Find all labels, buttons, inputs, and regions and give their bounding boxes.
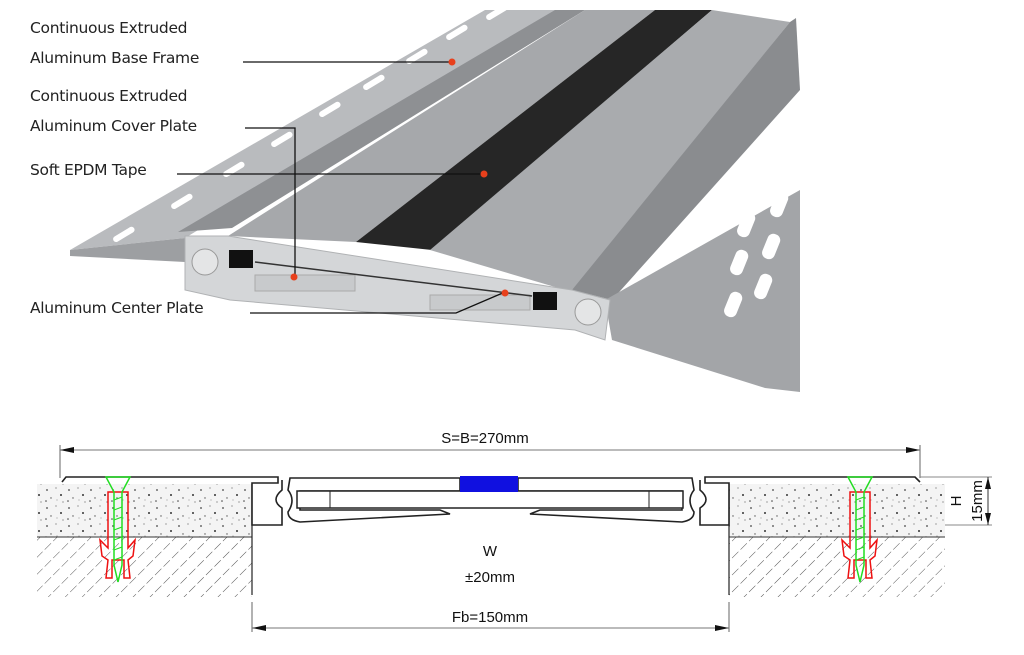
center-plate xyxy=(296,490,684,509)
leader-dots xyxy=(290,58,509,297)
dim-overall-width: S=B=270mm xyxy=(441,430,529,447)
callout-labels: Continuous Extruded Aluminum Base Frame … xyxy=(30,19,204,317)
left-hinge xyxy=(191,248,219,276)
front-cross-section xyxy=(184,235,611,341)
cover-plate-right xyxy=(430,10,790,292)
label-center-plate: Aluminum Center Plate xyxy=(30,299,203,317)
right-side-wall xyxy=(605,190,800,392)
label-epdm-tape: Soft EPDM Tape xyxy=(30,161,146,179)
dim-movement-value: ±20mm xyxy=(465,569,515,586)
epdm-tape xyxy=(356,10,712,250)
dim-height-value: 15mm xyxy=(969,480,986,522)
right-anchor-screw xyxy=(840,476,879,583)
left-anchor-screw xyxy=(98,476,137,583)
label-cover-plate-2: Aluminum Cover Plate xyxy=(30,117,197,135)
dim-height-label: H xyxy=(948,496,965,507)
left-base-rail xyxy=(178,10,585,232)
label-base-frame-1: Continuous Extruded xyxy=(30,19,187,37)
right-hinge xyxy=(574,298,602,326)
left-flange-slots xyxy=(113,4,508,243)
label-cover-plate-1: Continuous Extruded xyxy=(30,87,187,105)
leader-lines xyxy=(177,61,506,314)
right-base-rail xyxy=(572,18,800,300)
label-base-frame-2: Aluminum Base Frame xyxy=(30,49,199,67)
product-render xyxy=(70,4,800,392)
center-plate-left-foot xyxy=(254,274,356,292)
dim-gap-width: Fb=150mm xyxy=(452,609,528,626)
epdm-insert xyxy=(460,476,518,492)
left-perforated-flange xyxy=(70,10,560,250)
cover-plate-left xyxy=(228,10,655,242)
section-drawing: S=B=270mm xyxy=(37,430,992,632)
dim-movement-label: W xyxy=(483,543,498,560)
right-wall-slots xyxy=(724,151,796,318)
